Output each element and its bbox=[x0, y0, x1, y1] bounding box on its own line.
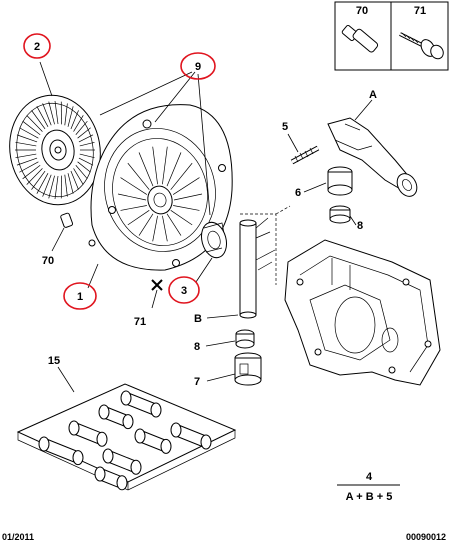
callout-71-inset: 71 bbox=[414, 5, 426, 17]
callout-8-upper: 8 bbox=[357, 220, 363, 232]
gearbox-housing bbox=[284, 239, 441, 386]
highlight-circle-2 bbox=[23, 33, 51, 59]
callout-3: 3 bbox=[181, 285, 187, 297]
highlight-circle-9 bbox=[180, 52, 216, 80]
kit-formula: 4 A + B + 5 bbox=[337, 471, 400, 503]
release-bearing bbox=[201, 221, 227, 259]
leader-lines bbox=[39, 61, 373, 393]
formula-expression: A + B + 5 bbox=[346, 491, 393, 503]
bushing-icon bbox=[170, 422, 212, 450]
bushing-6 bbox=[327, 166, 353, 196]
callout-71: 71 bbox=[134, 316, 146, 328]
dowel-pin-70 bbox=[60, 212, 74, 228]
highlight-circles bbox=[23, 33, 216, 310]
callout-2: 2 bbox=[34, 41, 40, 53]
inset-box: 70 71 bbox=[334, 1, 449, 71]
callout-15: 15 bbox=[48, 355, 60, 367]
clutch-disc bbox=[9, 94, 101, 206]
callout-5: 5 bbox=[282, 121, 288, 133]
callout-8-lower: 8 bbox=[194, 341, 200, 353]
formula-number: 4 bbox=[366, 471, 373, 483]
bushing-icon bbox=[134, 428, 172, 454]
bolt-icon bbox=[399, 32, 444, 60]
bushing-kit-15 bbox=[16, 383, 237, 491]
footer-date: 01/2011 bbox=[2, 532, 34, 542]
callout-7: 7 bbox=[194, 376, 200, 388]
callout-A: A bbox=[369, 89, 377, 101]
bushing-icon bbox=[94, 466, 128, 491]
bushing-8-lower bbox=[235, 329, 255, 349]
callout-labels: 2 9 A 5 6 8 70 1 3 71 B 8 7 15 bbox=[34, 41, 377, 388]
spring-pin-5 bbox=[290, 145, 320, 165]
callout-6: 6 bbox=[295, 187, 301, 199]
bushing-icon bbox=[102, 448, 142, 475]
bushing-icon bbox=[38, 436, 84, 466]
dowel-pin-icon bbox=[341, 24, 379, 53]
bushing-icon bbox=[120, 390, 162, 418]
bushing-7 bbox=[234, 352, 262, 386]
callout-1: 1 bbox=[77, 291, 83, 303]
highlight-circle-1 bbox=[63, 282, 97, 310]
guide-tube bbox=[239, 205, 291, 319]
callout-B: B bbox=[194, 313, 202, 325]
highlight-circle-3 bbox=[168, 276, 200, 304]
callout-9: 9 bbox=[195, 61, 201, 73]
callout-70: 70 bbox=[42, 255, 54, 267]
bushing-8-upper bbox=[329, 205, 351, 224]
bushing-icon bbox=[68, 420, 108, 447]
bolt-71-marker bbox=[151, 279, 163, 291]
release-fork bbox=[327, 117, 418, 197]
footer-reference: 00090012 bbox=[406, 532, 446, 542]
bushing-icon bbox=[98, 404, 134, 430]
callout-70-inset: 70 bbox=[356, 5, 368, 17]
